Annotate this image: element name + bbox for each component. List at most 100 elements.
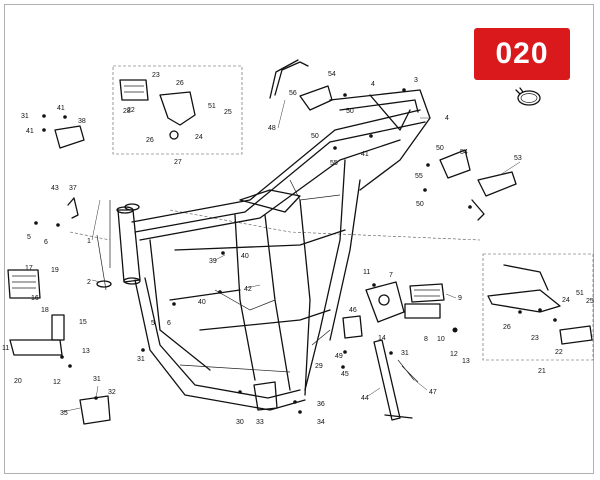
callout-6b: 6 bbox=[167, 320, 171, 327]
callout-44: 44 bbox=[361, 395, 369, 402]
callout-37: 37 bbox=[69, 185, 77, 192]
leader-lines bbox=[61, 99, 521, 413]
callout-27: 27 bbox=[174, 159, 182, 166]
callout-32: 32 bbox=[108, 389, 116, 396]
part-callouts: 1 2 3 4 4 5 5 6 6 7 8 9 10 11 11 12 12 1… bbox=[2, 71, 594, 426]
callout-19: 19 bbox=[51, 267, 59, 274]
right-bracket-53 bbox=[471, 171, 517, 221]
bracket-37 bbox=[67, 197, 79, 219]
callout-25a: 25 bbox=[586, 298, 594, 305]
callout-26b: 26 bbox=[176, 80, 184, 87]
callout-20: 20 bbox=[14, 378, 22, 385]
callout-15: 15 bbox=[79, 319, 87, 326]
callout-9: 9 bbox=[458, 295, 462, 302]
callout-50c: 50 bbox=[436, 145, 444, 152]
callout-36: 36 bbox=[317, 401, 325, 408]
footpeg-mount-27 bbox=[159, 91, 196, 140]
callout-24b: 24 bbox=[195, 134, 203, 141]
footpeg-9 bbox=[404, 283, 445, 319]
passenger-footrest-21 bbox=[487, 264, 593, 345]
callout-10: 10 bbox=[437, 336, 445, 343]
callout-35: 35 bbox=[60, 410, 68, 417]
callout-4a: 4 bbox=[371, 81, 375, 88]
bracket-54 bbox=[439, 149, 471, 179]
callout-51a: 51 bbox=[208, 103, 216, 110]
callout-33: 33 bbox=[256, 419, 264, 426]
callout-53: 53 bbox=[514, 155, 522, 162]
callout-30: 30 bbox=[236, 419, 244, 426]
callout-45: 45 bbox=[341, 371, 349, 378]
callout-38: 38 bbox=[78, 118, 86, 125]
callout-23a: 23 bbox=[531, 335, 539, 342]
callout-22a: 22 bbox=[555, 349, 563, 356]
callout-49: 49 bbox=[335, 353, 343, 360]
footrest-subassembly-box bbox=[112, 65, 243, 155]
side-stand-44 bbox=[373, 339, 419, 421]
callout-50a: 50 bbox=[346, 108, 354, 115]
callout-54b: 54 bbox=[460, 149, 468, 156]
callout-18: 18 bbox=[41, 307, 49, 314]
callout-13b: 13 bbox=[82, 348, 90, 355]
callout-28: 28 bbox=[123, 108, 131, 115]
footpeg-28 bbox=[119, 79, 149, 101]
page-frame bbox=[4, 4, 594, 474]
callout-23b: 23 bbox=[152, 72, 160, 79]
callout-25b: 25 bbox=[224, 109, 232, 116]
callout-5a: 5 bbox=[27, 234, 31, 241]
callout-56: 56 bbox=[289, 90, 297, 97]
passenger-footrest-subassembly-box bbox=[482, 253, 594, 361]
callout-12b: 12 bbox=[53, 379, 61, 386]
plate-38 bbox=[54, 125, 85, 149]
callout-31a: 31 bbox=[21, 113, 29, 120]
callout-26c: 26 bbox=[146, 137, 154, 144]
bolt-markers bbox=[34, 88, 557, 414]
alignment-dash-line bbox=[169, 209, 481, 241]
page-number-badge: 020 bbox=[474, 28, 570, 80]
callout-50b: 50 bbox=[311, 133, 319, 140]
callout-6a: 6 bbox=[44, 239, 48, 246]
rear-brake-bracket-7 bbox=[365, 281, 405, 323]
callout-5b: 5 bbox=[151, 320, 155, 327]
bracket-32 bbox=[79, 395, 111, 425]
bracket-56 bbox=[299, 85, 333, 111]
left-footrest bbox=[7, 269, 65, 356]
callout-50d: 50 bbox=[416, 201, 424, 208]
callout-26a: 26 bbox=[503, 324, 511, 331]
callout-4b: 4 bbox=[445, 115, 449, 122]
callout-43: 43 bbox=[51, 185, 59, 192]
callout-11b: 11 bbox=[2, 345, 9, 352]
callout-24a: 24 bbox=[562, 297, 570, 304]
callout-47: 47 bbox=[429, 389, 437, 396]
callout-13a: 13 bbox=[462, 358, 470, 365]
callout-48: 48 bbox=[268, 125, 276, 132]
callout-40b: 40 bbox=[198, 299, 206, 306]
callout-14: 14 bbox=[378, 335, 386, 342]
callout-39: 39 bbox=[209, 258, 217, 265]
callout-8: 8 bbox=[424, 336, 428, 343]
bracket-33 bbox=[253, 381, 278, 411]
callout-40a: 40 bbox=[241, 253, 249, 260]
callout-41c: 41 bbox=[361, 151, 369, 158]
callout-1: 1 bbox=[87, 238, 91, 245]
head-bearing-cups bbox=[96, 200, 140, 291]
callout-2: 2 bbox=[87, 279, 91, 286]
callout-54a: 54 bbox=[328, 71, 336, 78]
callout-31d: 31 bbox=[401, 350, 409, 357]
callout-41b: 41 bbox=[26, 128, 34, 135]
callout-55a: 55 bbox=[330, 160, 338, 167]
switch-46 bbox=[311, 315, 363, 346]
callout-3: 3 bbox=[414, 77, 418, 84]
callout-21: 21 bbox=[538, 368, 546, 375]
callout-34: 34 bbox=[317, 419, 325, 426]
callout-51b: 51 bbox=[576, 290, 584, 297]
callout-46: 46 bbox=[349, 307, 357, 314]
hose-clamp-icon bbox=[515, 87, 541, 106]
callout-16: 16 bbox=[31, 295, 39, 302]
callout-22b: 22 bbox=[127, 107, 135, 114]
callout-17: 17 bbox=[25, 265, 33, 272]
callout-41a: 41 bbox=[57, 105, 65, 112]
callout-12a: 12 bbox=[450, 351, 458, 358]
callout-29: 29 bbox=[315, 363, 323, 370]
callout-7: 7 bbox=[389, 272, 393, 279]
